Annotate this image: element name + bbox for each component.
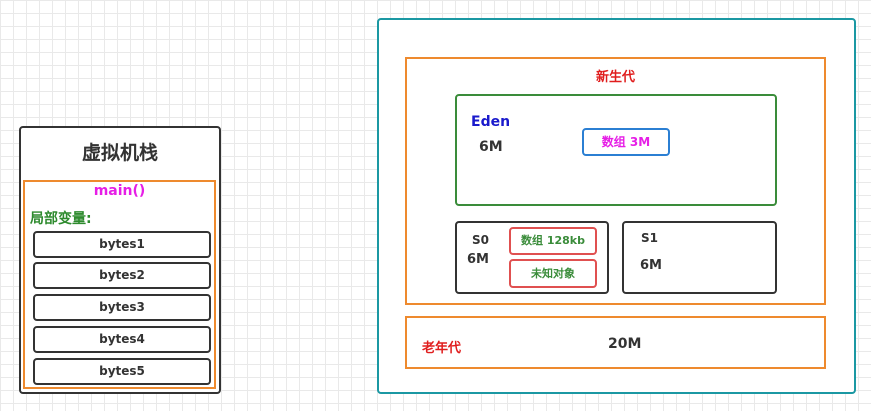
eden-size: 6M	[479, 139, 503, 155]
old-generation-box	[405, 316, 826, 369]
s0-object-array-128kb: 数组 128kb	[509, 227, 597, 255]
eden-object-array-3m: 数组 3M	[582, 128, 670, 156]
local-variable-bytes1: bytes1	[33, 231, 211, 258]
local-variable-bytes3: bytes3	[33, 294, 211, 321]
s0-object-unknown: 未知对象	[509, 259, 597, 288]
survivor-s1-size: 6M	[640, 258, 662, 273]
survivor-s0-label: S0	[472, 233, 489, 247]
old-generation-label: 老年代	[422, 341, 462, 356]
old-generation-size: 20M	[608, 336, 642, 352]
survivor-s0-size: 6M	[467, 252, 489, 267]
survivor-s1-label: S1	[641, 231, 658, 245]
main-frame-label: main()	[93, 183, 146, 199]
survivor-s1-box	[622, 221, 777, 294]
local-variable-bytes5: bytes5	[33, 358, 211, 385]
young-generation-label: 新生代	[595, 70, 635, 85]
local-variable-bytes4: bytes4	[33, 326, 211, 353]
vm-stack-title: 虚拟机栈	[81, 142, 158, 164]
eden-label: Eden	[471, 114, 511, 130]
local-variables-label: 局部变量:	[30, 211, 92, 227]
local-variable-bytes2: bytes2	[33, 262, 211, 289]
